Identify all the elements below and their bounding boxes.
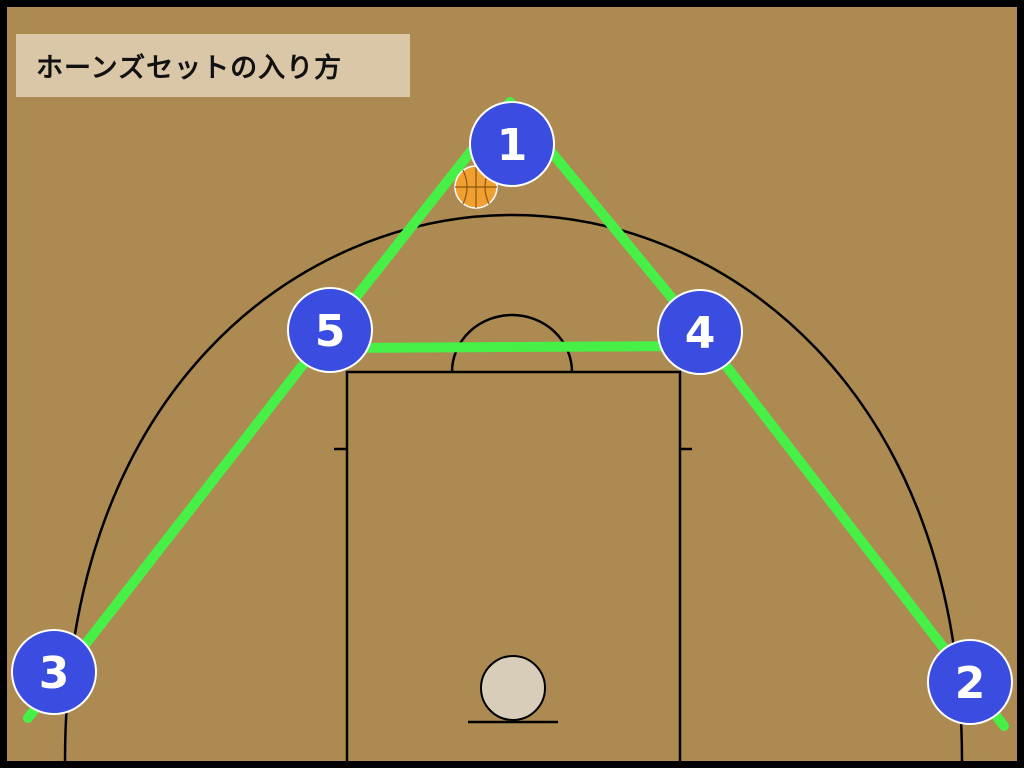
hoop (480, 655, 546, 721)
player-1-label: 1 (497, 120, 528, 171)
player-3-label: 3 (39, 648, 70, 699)
diagram-title: ホーンズセットの入り方 (36, 53, 343, 84)
player-4-label: 4 (685, 308, 716, 359)
three-point-arc (63, 213, 964, 762)
player-5-label: 5 (315, 306, 346, 357)
paint-key (345, 370, 682, 766)
path-5-to-4 (325, 341, 705, 353)
title-box: ホーンズセットの入り方 (16, 34, 410, 97)
player-2: 2 (927, 639, 1013, 725)
player-4: 4 (657, 289, 743, 375)
player-1: 1 (469, 101, 555, 187)
player-2-label: 2 (955, 658, 986, 709)
player-3: 3 (11, 629, 97, 715)
player-5: 5 (287, 287, 373, 373)
